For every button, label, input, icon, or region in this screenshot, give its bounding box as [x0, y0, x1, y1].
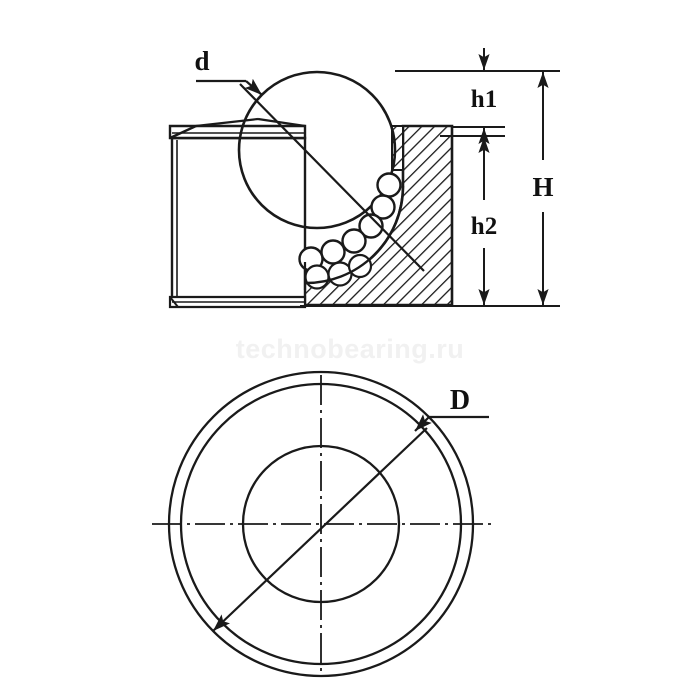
- dimension-D: D: [212, 385, 489, 632]
- race-ball: [341, 228, 367, 254]
- housing-upper-lip: [195, 117, 306, 128]
- race-ball: [320, 239, 346, 265]
- watermark-label: technobearing.ru: [236, 334, 465, 364]
- top-left-chamfer: [169, 124, 197, 140]
- housing-left-body: [168, 124, 307, 309]
- section-view: d h1 h2: [168, 46, 560, 309]
- H-label: H: [532, 172, 553, 202]
- dimension-H: H: [532, 72, 554, 305]
- h2-label: h2: [471, 213, 497, 240]
- top-view: D: [152, 370, 492, 678]
- d-leader-arrow: [244, 78, 263, 96]
- D-diameter-line: [212, 427, 428, 632]
- dimension-extension-lines: [300, 70, 560, 307]
- bottom-left-chamfer: [169, 296, 179, 308]
- middle-circle: [179, 382, 463, 666]
- inner-circle: [241, 444, 401, 604]
- dimension-d: d: [194, 46, 425, 272]
- d-label: d: [194, 46, 209, 76]
- D-leader-arrow: [414, 414, 432, 432]
- d-diameter-line: [239, 83, 425, 272]
- dimension-h1: h1: [471, 48, 497, 150]
- dimension-h2: h2: [471, 137, 497, 305]
- race-ball: [370, 194, 396, 220]
- D-label: D: [450, 385, 470, 416]
- race-outer-arc: [304, 185, 405, 285]
- h1-label: h1: [471, 86, 497, 113]
- race-ball-lower: [304, 264, 330, 290]
- race-ball: [358, 213, 384, 239]
- race-ball: [376, 172, 402, 198]
- main-ball-circle: [237, 70, 397, 230]
- outer-circle: [167, 370, 475, 678]
- housing-top-band: [168, 124, 307, 140]
- lip-line-left: [195, 117, 259, 128]
- lip-line-right: [257, 117, 306, 128]
